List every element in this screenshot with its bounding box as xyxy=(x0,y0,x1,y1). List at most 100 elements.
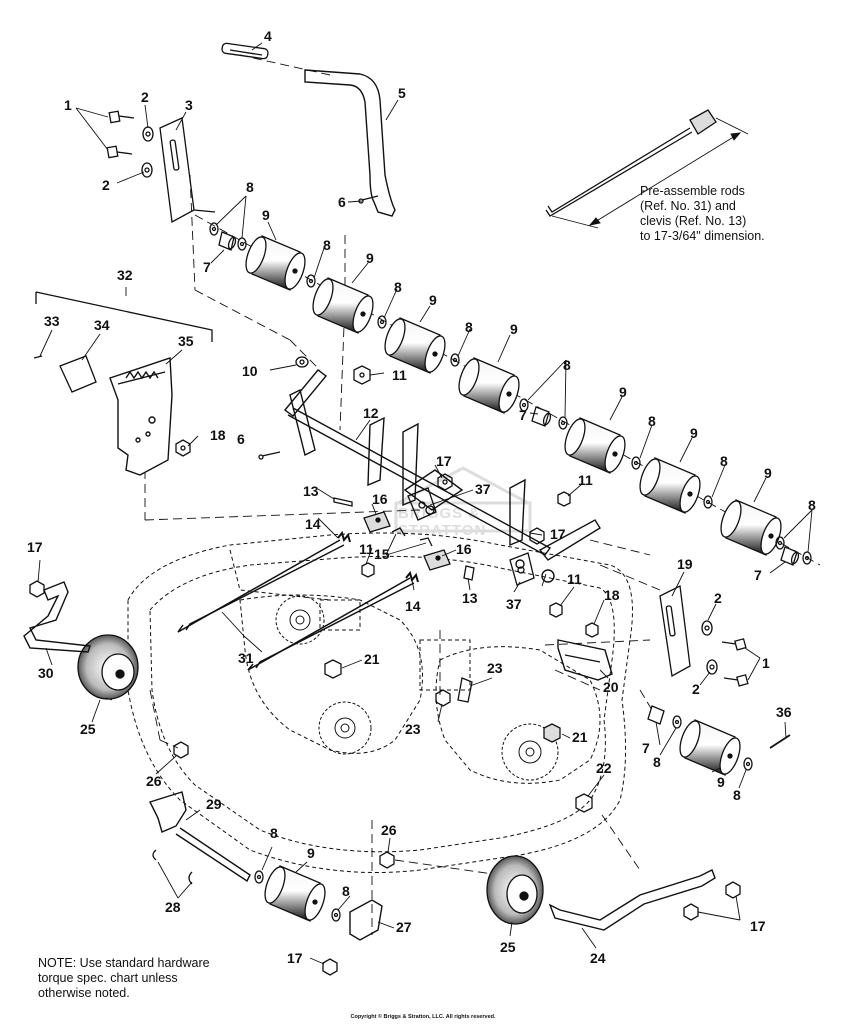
cotter-pin-6a xyxy=(358,195,379,204)
wheel-25a xyxy=(77,634,139,700)
callout-26: 26 xyxy=(146,773,162,789)
washer-2b xyxy=(141,162,153,178)
callout-8: 8 xyxy=(323,237,331,253)
nut-26b xyxy=(379,851,395,869)
bolt-1a xyxy=(108,110,135,124)
roller-3 xyxy=(384,317,446,374)
bolt-22 xyxy=(575,793,593,813)
callout-12: 12 xyxy=(363,405,379,421)
callout-8: 8 xyxy=(653,754,661,770)
nut-21a xyxy=(324,659,342,679)
nut-18a xyxy=(175,439,191,457)
pins-15 xyxy=(391,527,433,547)
callout-14: 14 xyxy=(305,516,321,532)
callout-17: 17 xyxy=(27,539,43,555)
note-line: clevis (Ref. No. 13) xyxy=(640,214,747,228)
callout-9: 9 xyxy=(307,845,315,861)
nut-17d xyxy=(322,958,338,976)
clevis-16b xyxy=(423,549,451,571)
nut-21b xyxy=(543,723,561,743)
pin-33 xyxy=(33,355,43,359)
wheel-arm-30 xyxy=(23,581,91,653)
bracket-27 xyxy=(349,899,383,941)
washer-8-row xyxy=(209,222,812,565)
nut-11d xyxy=(549,602,563,618)
watermark: BRIGGS & STRATTON xyxy=(388,463,538,543)
callout-3: 3 xyxy=(185,97,193,113)
callout-11: 11 xyxy=(392,367,407,383)
callout-11: 11 xyxy=(359,541,374,557)
nut-17e xyxy=(683,881,741,921)
pin-4 xyxy=(221,42,269,60)
callout-32: 32 xyxy=(117,267,133,283)
note-line: otherwise noted. xyxy=(38,986,130,1000)
roller-7 xyxy=(720,499,782,556)
wheel-25b xyxy=(486,855,544,925)
spindle-hub-right xyxy=(501,723,559,781)
bracket-20 xyxy=(557,639,613,681)
clevis-16a xyxy=(363,511,391,533)
callout-18: 18 xyxy=(210,427,226,443)
pin-36 xyxy=(769,734,791,749)
spacer-7b xyxy=(531,406,552,427)
nut-17c xyxy=(29,580,45,598)
nut-11b xyxy=(557,491,571,507)
callout-21: 21 xyxy=(572,729,588,745)
bolt-1d xyxy=(723,674,749,687)
callout-24: 24 xyxy=(590,950,606,966)
spacer-7a xyxy=(218,231,237,251)
watermark-logo-icon xyxy=(394,466,532,533)
roller-2 xyxy=(312,277,374,334)
hardware-note: NOTE: Use standard hardware torque spec.… xyxy=(38,956,210,1001)
bracket-19 xyxy=(659,585,691,678)
callout-18: 18 xyxy=(604,587,620,603)
washer-2a xyxy=(142,126,154,142)
bracket-3 xyxy=(159,117,216,224)
callout-29: 29 xyxy=(206,796,222,812)
bolt-1b xyxy=(106,145,133,159)
note-line: (Ref. No. 31) and xyxy=(640,199,736,213)
callout-2: 2 xyxy=(692,681,700,697)
nut-11a xyxy=(353,365,371,385)
bracket-37a xyxy=(407,487,437,521)
preassemble-note: Pre-assemble rods (Ref. No. 31) and clev… xyxy=(640,184,765,244)
pin-13a xyxy=(333,497,353,507)
callout-26: 26 xyxy=(381,822,397,838)
note-line: Pre-assemble rods xyxy=(640,184,745,198)
bolt-1c xyxy=(721,638,747,651)
cotter-pin-6b xyxy=(258,451,281,460)
callout-36: 36 xyxy=(776,704,792,720)
callout-15: 15 xyxy=(374,546,390,562)
roller-4 xyxy=(458,357,520,414)
callout-5: 5 xyxy=(398,85,406,101)
callout-33: 33 xyxy=(44,313,60,329)
bracket-35 xyxy=(109,357,173,476)
callout-7: 7 xyxy=(642,740,650,756)
washer-2c xyxy=(701,620,713,636)
lift-handle xyxy=(304,69,396,217)
roller-1 xyxy=(245,235,306,291)
callout-21: 21 xyxy=(364,651,380,667)
callout-25: 25 xyxy=(500,939,516,955)
copyright-text: Copyright © Briggs & Stratton, LLC. All … xyxy=(350,1014,496,1020)
callout-27: 27 xyxy=(396,919,412,935)
callout-8: 8 xyxy=(342,883,350,899)
callout-7: 7 xyxy=(519,407,527,423)
bracket-32-brace xyxy=(35,291,213,342)
washer-8-bottom xyxy=(254,870,341,922)
callout-7: 7 xyxy=(754,567,762,583)
callout-8: 8 xyxy=(563,357,571,373)
lift-shaft-12 xyxy=(283,369,601,583)
callout-23: 23 xyxy=(405,721,421,737)
bolt-23 xyxy=(457,677,473,703)
callout-34: 34 xyxy=(94,317,110,333)
callout-17: 17 xyxy=(436,453,452,469)
callout-6: 6 xyxy=(237,431,245,447)
callout-13: 13 xyxy=(462,590,478,606)
callout-9: 9 xyxy=(366,250,374,266)
note-line: to 17-3/64" dimension. xyxy=(640,229,765,243)
callout-9: 9 xyxy=(717,774,725,790)
callout-9: 9 xyxy=(510,321,518,337)
callout-37: 37 xyxy=(475,481,491,497)
callout-17: 17 xyxy=(750,918,766,934)
